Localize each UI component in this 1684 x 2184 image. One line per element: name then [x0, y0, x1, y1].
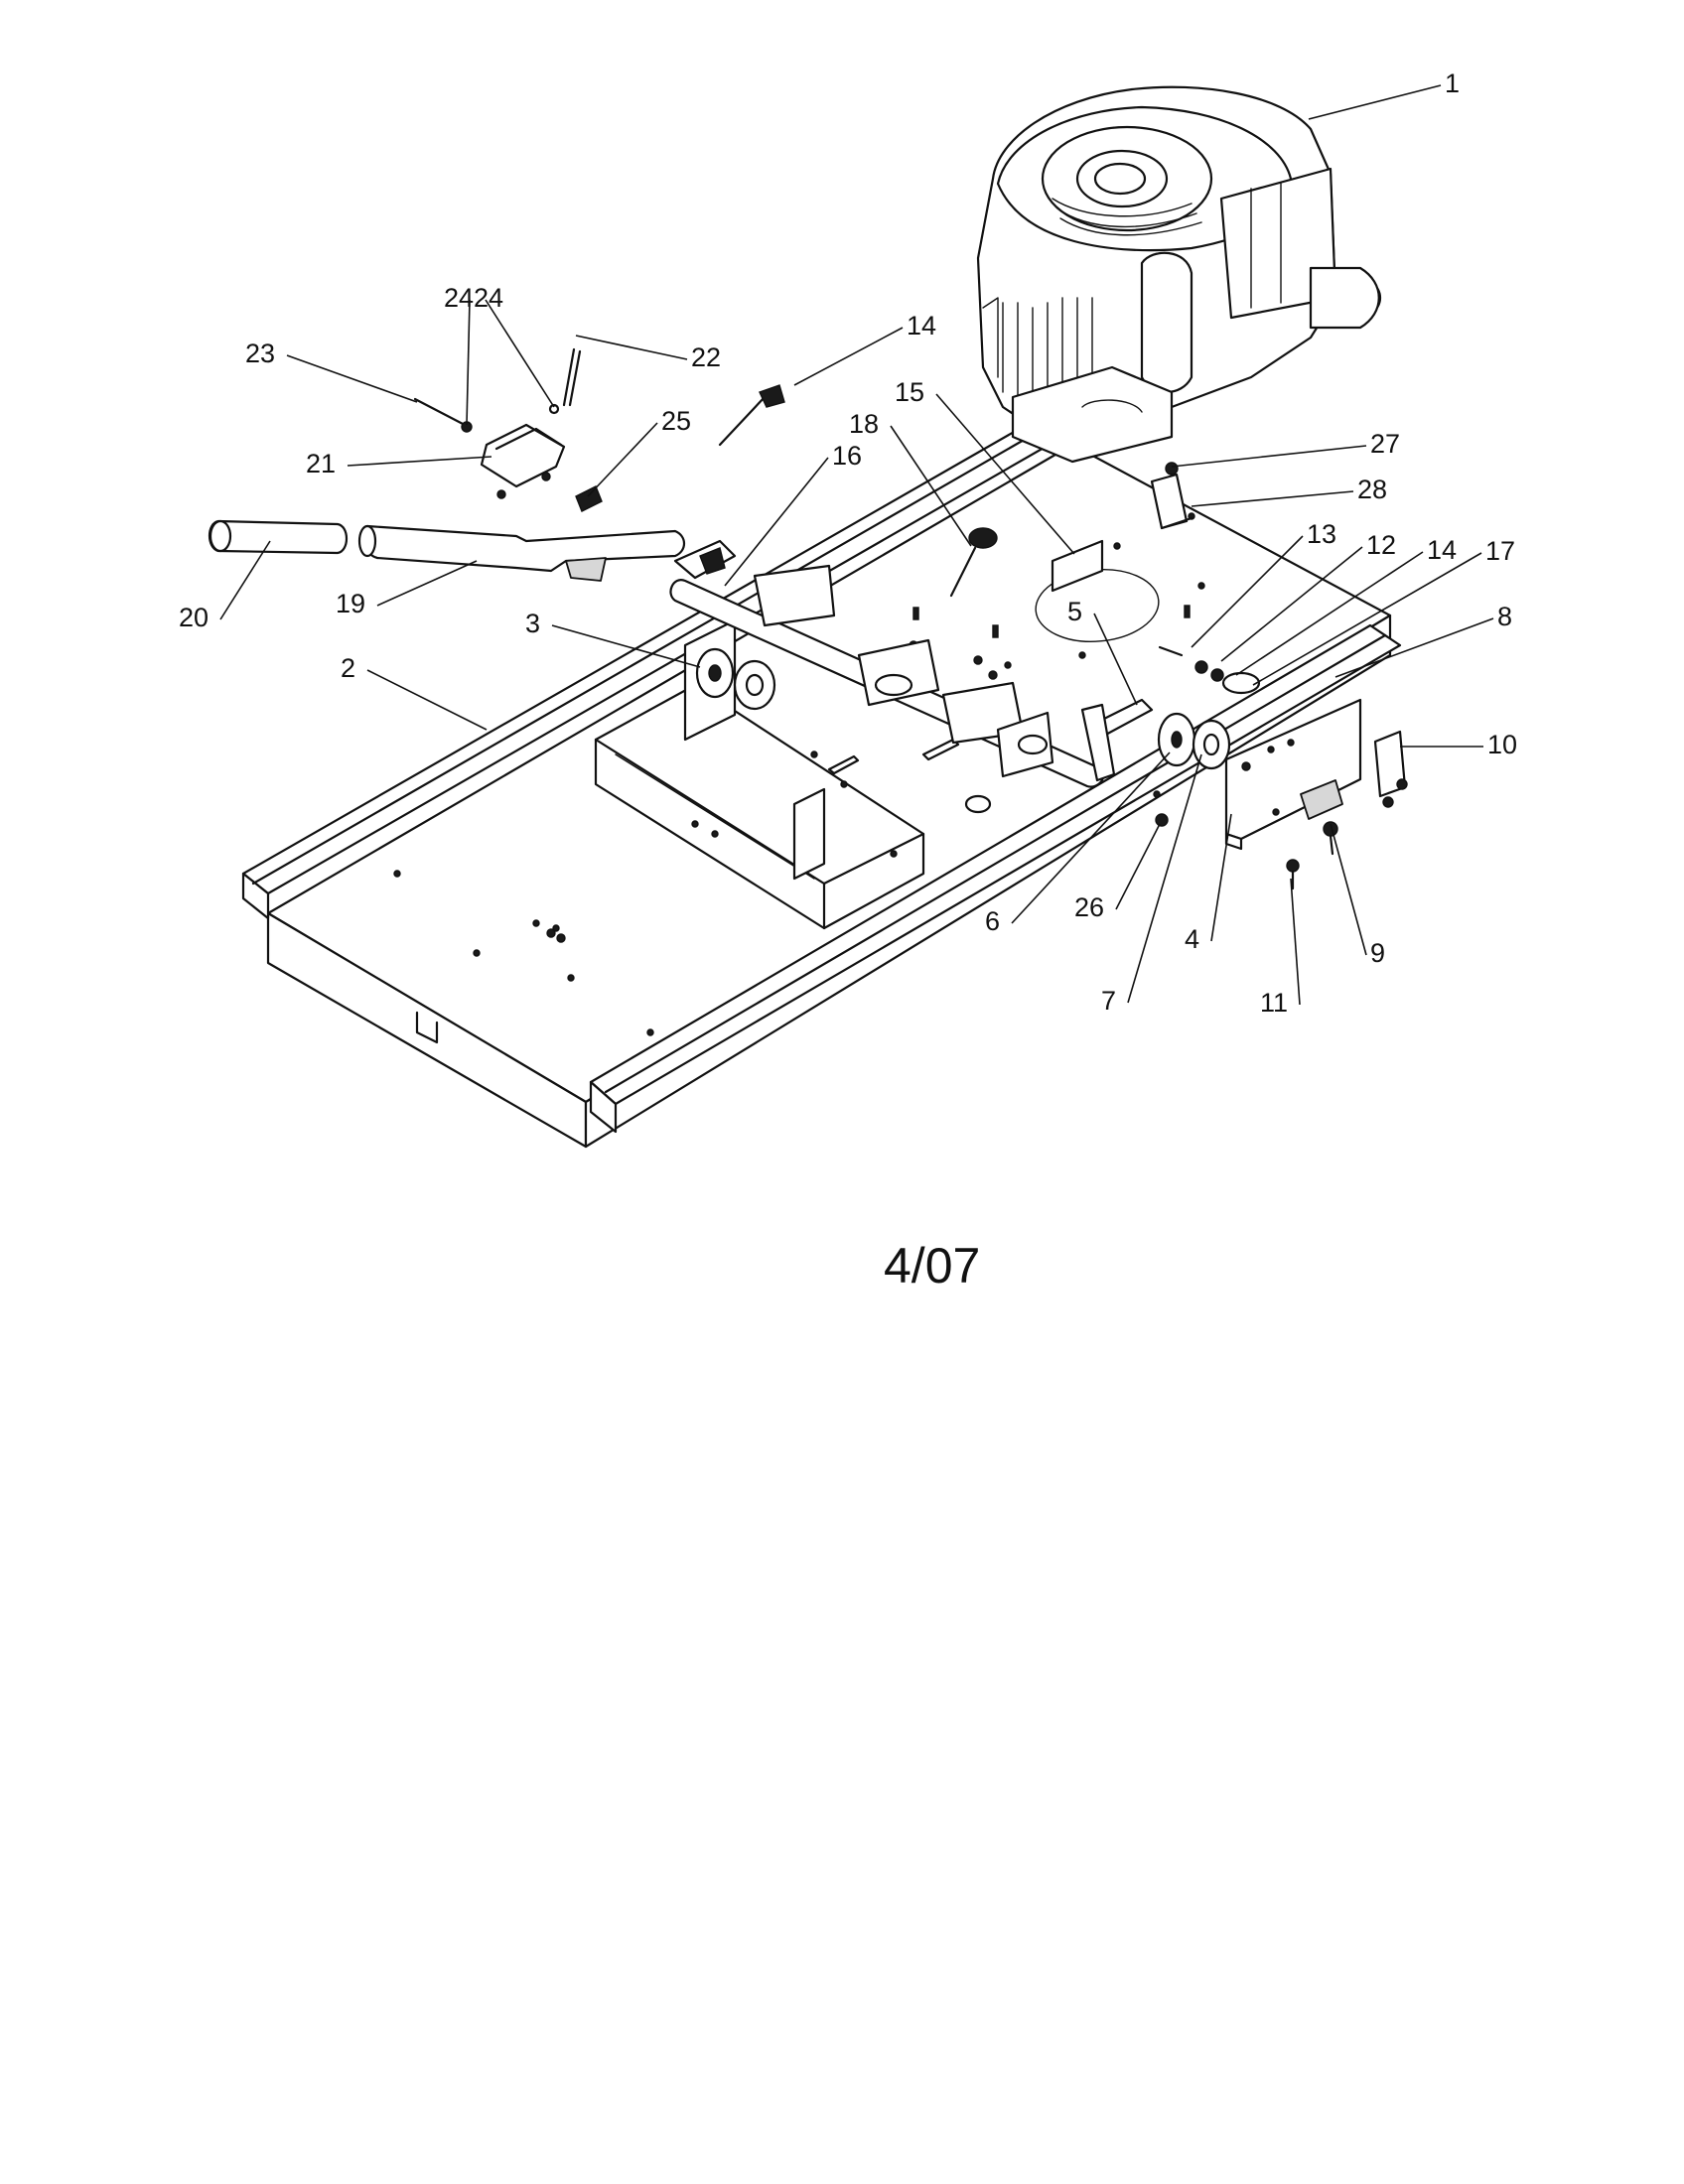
leader-line-4 [1210, 813, 1232, 942]
leader-line-27 [1171, 445, 1367, 468]
callout-22: 22 [691, 342, 721, 372]
pin-18 [949, 527, 998, 598]
callout-8: 8 [1497, 602, 1512, 631]
leader-line-14 [1235, 551, 1424, 676]
callout-9: 9 [1370, 938, 1385, 968]
leader-line-28 [1191, 490, 1354, 507]
callout-23: 23 [245, 339, 275, 368]
leader-line-24 [466, 299, 471, 426]
leader-line-15 [935, 393, 1075, 555]
leader-line-19 [376, 560, 478, 607]
leader-line-13 [1191, 535, 1304, 648]
shaft-assembly [669, 539, 1154, 788]
pulley-3 [695, 647, 776, 711]
bolts-9-11 [1286, 821, 1338, 890]
leader-line-22 [575, 335, 688, 360]
leader-line-11 [1290, 878, 1301, 1006]
callout-26: 26 [1074, 892, 1104, 922]
callout-5: 5 [1067, 597, 1082, 626]
leader-line-1 [1308, 84, 1442, 120]
side-plate-4 [1224, 698, 1362, 851]
bracket-21 [480, 423, 566, 499]
leader-line-3 [551, 624, 701, 668]
leader-line-23 [286, 354, 418, 403]
callout-24: 24 [474, 283, 503, 313]
leader-line-9 [1330, 823, 1367, 956]
leader-line-7 [1127, 753, 1202, 1004]
callout-7: 7 [1101, 986, 1116, 1016]
handle-19 [357, 524, 686, 582]
leader-line-17 [1252, 552, 1482, 686]
callout-18: 18 [849, 409, 879, 439]
leader-line-24 [485, 299, 555, 408]
callout-15: 15 [895, 377, 924, 407]
hardware-cluster [1158, 645, 1261, 695]
leader-line-21 [347, 456, 492, 467]
callout-4: 4 [1185, 924, 1199, 954]
callout-27: 27 [1370, 429, 1400, 459]
callout-11: 11 [1260, 988, 1288, 1018]
nut-26 [1155, 813, 1169, 827]
callout-20: 20 [179, 603, 209, 632]
callout-19: 19 [336, 589, 365, 618]
plate-10 [1373, 730, 1408, 808]
callout-10: 10 [1487, 730, 1517, 759]
leader-line-8 [1334, 617, 1494, 678]
bracket-15 [1051, 539, 1104, 593]
callout-13: 13 [1307, 519, 1336, 549]
spring-25 [575, 485, 603, 512]
callout-17: 17 [1485, 536, 1515, 566]
pin-14-upper [718, 384, 785, 447]
leader-line-16 [724, 457, 829, 587]
pin-22 [548, 347, 582, 415]
callout-12: 12 [1366, 530, 1396, 560]
grip-20 [208, 519, 349, 555]
callout-14: 14 [907, 311, 936, 341]
callout-14: 14 [1427, 535, 1457, 565]
callout-16: 16 [832, 441, 862, 471]
callout-1: 1 [1445, 68, 1460, 98]
engine [976, 85, 1382, 464]
callout-3: 3 [525, 609, 540, 638]
leader-line-2 [366, 669, 488, 731]
leader-line-18 [890, 425, 972, 547]
pulley-6-7 [1157, 712, 1231, 770]
callout-2: 2 [341, 653, 355, 683]
engine-fins [982, 297, 1093, 408]
leader-line-5 [1093, 613, 1138, 706]
leader-line-6 [1011, 751, 1171, 924]
leader-line-26 [1115, 823, 1161, 910]
bolt-23 [413, 397, 473, 433]
leader-line-20 [219, 540, 271, 620]
leader-line-12 [1220, 546, 1363, 662]
callout-25: 25 [661, 406, 691, 436]
callout-6: 6 [985, 906, 1000, 936]
revision-code: 4/07 [884, 1238, 980, 1294]
callout-group: 1234567891011121314141516171819202122232… [179, 68, 1517, 1018]
callout-28: 28 [1357, 475, 1387, 504]
leader-line-14 [793, 327, 904, 386]
callout-21: 21 [306, 449, 336, 478]
callout-24: 24 [444, 283, 474, 313]
leader-line-25 [587, 422, 658, 497]
